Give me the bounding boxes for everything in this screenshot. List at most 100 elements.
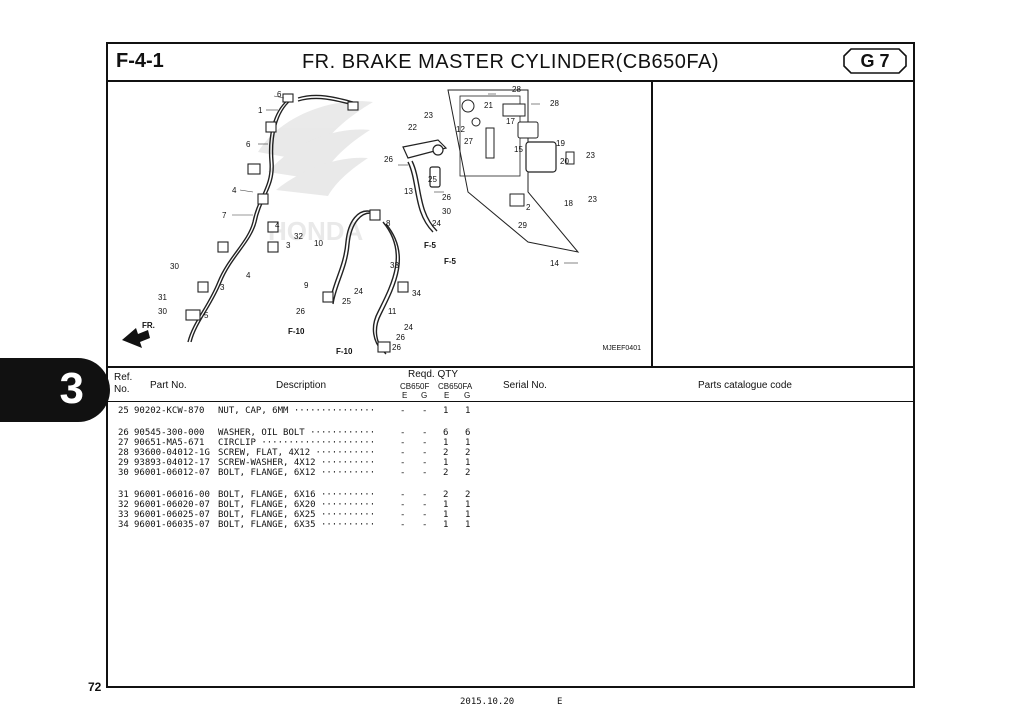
- parts-table-rows: 25 90202-KCW-870 NUT, CAP, 6MM ·········…: [118, 406, 470, 530]
- row-ref: 28: [118, 448, 129, 458]
- col-qty: Reqd. QTY: [408, 369, 459, 380]
- row-qty-f-e: -: [400, 438, 406, 448]
- ref-f5a: F-5: [424, 241, 437, 250]
- callout-11: 10: [314, 239, 323, 248]
- callout-23b: 23: [588, 195, 597, 204]
- col-description: Description: [276, 380, 327, 391]
- col-part-no: Part No.: [150, 380, 187, 391]
- callout-30b: 30: [158, 307, 167, 316]
- callout-3a: 3: [286, 241, 291, 250]
- callout-26f: 26: [384, 155, 393, 164]
- page-title: FR. BRAKE MASTER CYLINDER(CB650FA): [301, 51, 720, 73]
- chapter-number: 3: [59, 364, 84, 413]
- row-ref: 27: [118, 438, 129, 448]
- row-part-no: 93893-04012-17: [134, 458, 210, 468]
- brake-lever: [402, 139, 448, 188]
- row-part-no: 90545-300-000: [134, 428, 205, 438]
- row-qty-fa-g: 1: [465, 500, 471, 510]
- row-qty-fa-e: 1: [443, 438, 449, 448]
- row-part-no: 96001-06025-07: [134, 510, 210, 520]
- leader-lines: [232, 93, 578, 264]
- row-qty-f-g: -: [422, 406, 428, 416]
- col-g2: G: [464, 391, 471, 400]
- row-ref: 26: [118, 428, 129, 438]
- row-qty-fa-e: 1: [443, 458, 449, 468]
- callout-6a: 6: [277, 90, 282, 99]
- col-e1: E: [402, 391, 408, 400]
- row-description: NUT, CAP, 6MM ···············: [218, 406, 376, 416]
- parts-table-header: Ref. No. Part No. Description Reqd. QTY …: [108, 366, 913, 402]
- row-qty-f-g: -: [422, 468, 428, 478]
- group-tag: G 7: [843, 48, 907, 74]
- row-qty-f-g: -: [422, 510, 428, 520]
- exploded-diagram: HONDA: [108, 82, 653, 366]
- callout-4b: 4: [275, 221, 280, 230]
- row-description: SCREW-WASHER, 4X12 ··········: [218, 458, 376, 468]
- row-ref: 32: [118, 500, 129, 510]
- row-part-no: 90202-KCW-870: [134, 406, 205, 416]
- row-qty-fa-e: 1: [443, 406, 449, 416]
- row-description: SCREW, FLAT, 4X12 ···········: [218, 448, 376, 458]
- row-qty-f-e: -: [400, 448, 406, 458]
- callout-31: 31: [158, 293, 167, 302]
- row-qty-fa-e: 2: [443, 468, 449, 478]
- row-ref: 29: [118, 458, 129, 468]
- row-part-no: 96001-06035-07: [134, 520, 210, 530]
- callout-9: 13: [404, 187, 413, 196]
- callout-30c: 30: [442, 207, 451, 216]
- illustration-code: MJEEF0401: [602, 345, 641, 352]
- callout-6b: 6: [246, 140, 251, 149]
- row-qty-fa-g: 2: [465, 490, 471, 500]
- row-part-no: 93600-04012-1G: [134, 448, 210, 458]
- callout-28b: 28: [550, 99, 559, 108]
- footer-date: 2015.10.20: [460, 697, 515, 707]
- row-description: BOLT, FLANGE, 6X25 ··········: [218, 510, 376, 520]
- row-qty-fa-g: 1: [465, 458, 471, 468]
- callout-26c: 26: [396, 333, 405, 342]
- row-qty-fa-g: 1: [465, 520, 471, 530]
- callout-26b: 26: [296, 307, 305, 316]
- row-description: CIRCLIP ·····················: [218, 438, 376, 448]
- row-qty-fa-g: 6: [465, 428, 471, 438]
- row-qty-fa-g: 1: [465, 510, 471, 520]
- row-qty-f-g: -: [422, 448, 428, 458]
- row-qty-f-e: -: [400, 458, 406, 468]
- chapter-tab[interactable]: 3: [0, 358, 110, 422]
- callout-28a: 28: [512, 85, 521, 94]
- callout-14: 14: [550, 259, 559, 268]
- honda-wing-watermark: HONDA: [258, 101, 373, 246]
- row-ref: 34: [118, 520, 129, 530]
- callout-21: 22: [408, 123, 417, 132]
- master-cylinder-assembly: [447, 89, 580, 253]
- master-cylinder-hose: [407, 160, 438, 233]
- catalog-frame: F-4-1 FR. BRAKE MASTER CYLINDER(CB650FA)…: [106, 42, 915, 688]
- callout-1: 1: [258, 106, 263, 115]
- col-model-cb650fa: CB650FA: [438, 382, 473, 391]
- callout-13: 12: [456, 125, 465, 134]
- group-tag-label: G 7: [860, 51, 890, 71]
- col-no: No.: [114, 384, 130, 395]
- row-part-no: 96001-06012-07: [134, 468, 210, 478]
- col-ref: Ref.: [114, 372, 133, 383]
- table-row: 27 90651-MA5-671 CIRCLIP ···············…: [118, 438, 470, 448]
- table-row: 25 90202-KCW-870 NUT, CAP, 6MM ·········…: [118, 406, 470, 416]
- callout-12: 11: [388, 307, 397, 316]
- row-description: BOLT, FLANGE, 6X16 ··········: [218, 490, 376, 500]
- row-qty-f-e: -: [400, 428, 406, 438]
- row-qty-f-g: -: [422, 490, 428, 500]
- row-description: BOLT, FLANGE, 6X35 ··········: [218, 520, 376, 530]
- callout-4a: 4: [232, 186, 237, 195]
- page-header: F-4-1 FR. BRAKE MASTER CYLINDER(CB650FA)…: [108, 44, 913, 82]
- row-qty-fa-g: 2: [465, 468, 471, 478]
- row-qty-fa-g: 1: [465, 438, 471, 448]
- callout-2: 2: [526, 203, 531, 212]
- table-row: 33 96001-06025-07 BOLT, FLANGE, 6X25 ···…: [118, 510, 470, 520]
- callout-26e: 26: [442, 193, 451, 202]
- callout-labels: 6 1 6 4 7 4 32 3 10 4 30 3 31 5 30 9 24 …: [158, 85, 597, 356]
- row-qty-f-g: -: [422, 458, 428, 468]
- row-ref: 31: [118, 490, 129, 500]
- callout-17: 18: [564, 199, 573, 208]
- table-row: 32 96001-06020-07 BOLT, FLANGE, 6X20 ···…: [118, 500, 470, 510]
- row-qty-f-e: -: [400, 468, 406, 478]
- col-e2: E: [444, 391, 450, 400]
